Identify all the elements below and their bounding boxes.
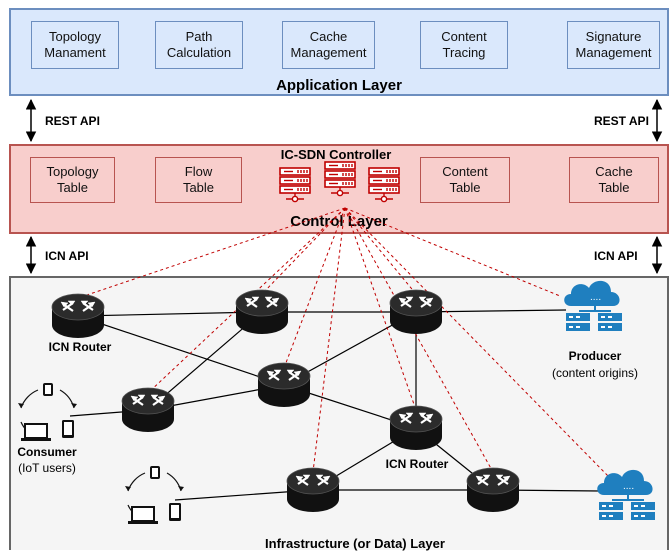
- table-content: Content Table: [420, 157, 510, 203]
- icn-api-label-left: ICN API: [45, 249, 89, 263]
- router-bottom-middle: [285, 466, 341, 514]
- controller-title: IC-SDN Controller: [280, 147, 392, 162]
- application-layer-title: Application Layer: [276, 77, 402, 94]
- producer-label: Producer: [568, 349, 622, 363]
- icn-api-label-right: ICN API: [594, 249, 638, 263]
- module-content-tracing: Content Tracing: [420, 21, 508, 69]
- router-label-top-left: ICN Router: [48, 340, 112, 354]
- control-layer: [9, 144, 669, 234]
- consumer-sublabel: (IoT users): [18, 461, 76, 475]
- rest-api-label-right: REST API: [594, 114, 649, 128]
- module-cache-management: Cache Management: [282, 21, 375, 69]
- router-consumer: [120, 386, 176, 434]
- module-signature-management: Signature Management: [567, 21, 660, 69]
- router-center: [256, 361, 312, 409]
- router-top-middle: [234, 288, 290, 336]
- table-flow: Flow Table: [155, 157, 242, 203]
- router-lower: [388, 404, 444, 452]
- table-cache: Cache Table: [569, 157, 659, 203]
- rest-api-label-left: REST API: [45, 114, 100, 128]
- control-layer-title: Control Layer: [290, 213, 388, 230]
- router-top-left: [50, 292, 106, 340]
- module-topology-management: Topology Manament: [31, 21, 119, 69]
- module-path-calculation: Path Calculation: [155, 21, 243, 69]
- router-top-right: [388, 288, 444, 336]
- producer-sublabel: (content origins): [551, 366, 639, 380]
- router-label-lower: ICN Router: [385, 457, 449, 471]
- infrastructure-layer: [9, 276, 669, 550]
- infrastructure-layer-title: Infrastructure (or Data) Layer: [265, 536, 445, 551]
- router-bottom-right: [465, 466, 521, 514]
- consumer-label: Consumer: [17, 445, 77, 459]
- table-topology: Topology Table: [30, 157, 115, 203]
